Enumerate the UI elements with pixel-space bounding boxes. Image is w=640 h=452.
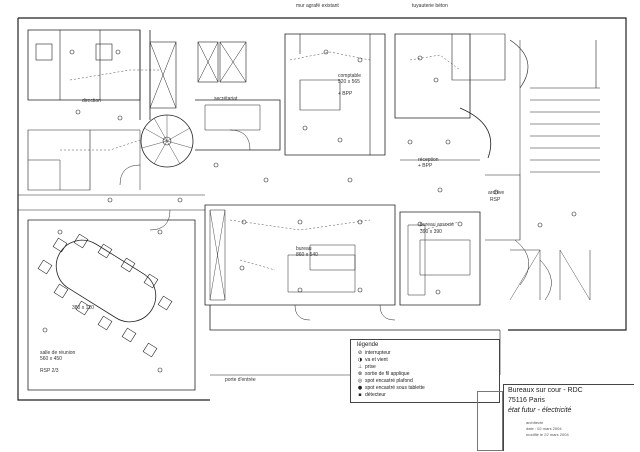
legend-item: ●spot encastré sous tablette [355,385,425,392]
legend-title: légende [357,342,379,348]
legend-item-label: spot encastré sous tablette [365,385,425,391]
title-line-4: architecte [526,420,544,425]
legend-item-label: sortie de fil applique [365,371,410,377]
title-line-6: modifié le 22 mars 2004 [526,432,569,437]
legend-item-label: prise [365,364,376,370]
room-label-reception: réception [418,157,439,163]
legend-item-label: interrupteur [365,350,391,356]
legend-item-label: va et vient [365,357,388,363]
double-switch-icon: ◑ [357,357,363,363]
title-block: Bureaux sur cour - RDC 75116 Paris état … [477,384,634,451]
room-label-secretariat: secrétariat [214,96,238,102]
room-dims-salle-reunion: 560 x 450 [40,356,62,362]
legend-item: ◑va et vient [355,357,425,364]
ceiling-spot-icon: ◎ [357,378,363,384]
wall-spot-icon: ● [357,385,363,391]
title-line-3: état futur - électricité [508,407,572,414]
legend-item: ⊗sortie de fil applique [355,371,425,378]
outlet-icon: ⊥ [357,364,363,370]
title-line-5: date : 02 mars 2004 [526,426,562,431]
room-dims-bureau-center: 860 x 540 [296,252,318,258]
legend-item: ▪détecteur [355,392,425,399]
room-label-archive: archive [488,190,505,196]
legend-item-label: détecteur [365,392,386,398]
electrical-symbols [42,49,577,373]
room-label-direction: direction [82,98,101,104]
room-dims-bureau-right: 390 x 390 [420,229,442,235]
room-label-comptable: comptable [338,73,362,79]
title-line-1: Bureaux sur cour - RDC [508,387,583,394]
legend-item: ◎spot encastré plafond [355,378,425,385]
room-label-salle-reunion: salle de réunion [40,350,76,356]
room-label-bureau-right: bureau associé [420,222,454,228]
room-sub-archive: RSP [490,197,501,203]
label-top: mur agrafé existant [296,3,339,9]
room-dims-comptable: 520 x 565 [338,79,360,85]
detector-icon: ▪ [358,392,362,398]
table-dims: 380 x 120 [72,305,94,311]
legend-item-label: spot encastré plafond [365,378,413,384]
switch-icon: ⊘ [357,350,363,356]
room-label-porte: porte d'entrée [225,377,256,383]
legend-list: ⊘interrupteur◑va et vient⊥prise⊗sortie d… [355,350,425,399]
architect-stamp [477,391,503,451]
legend-item: ⊘interrupteur [355,350,425,357]
legend: légende ⊘interrupteur◑va et vient⊥prise⊗… [350,339,500,403]
legend-item: ⊥prise [355,364,425,371]
wall-light-icon: ⊗ [357,371,363,377]
label-top-right: tuyauterie béton [412,3,448,9]
room-sub-reception: + BPP [418,163,433,169]
room-label-bureau-center: bureau [296,246,312,252]
meeting-table [37,233,173,358]
room-rsp-bottom: RSP 2/3 [40,368,59,374]
title-line-2: 75116 Paris [508,397,545,404]
room-extra-comptable: + BPP [338,91,353,97]
